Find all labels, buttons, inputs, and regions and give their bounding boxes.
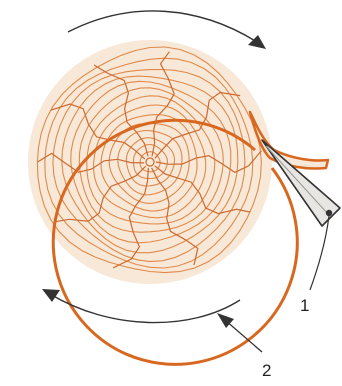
peeling-knife [262,140,340,226]
knife-label: 1 [300,296,309,315]
arrowhead-icon [42,289,60,302]
knife-pivot [326,210,332,216]
rotation-arrow-bottom [42,289,240,323]
rotation-label: 2 [262,361,271,380]
knife-edge-shading [266,146,328,214]
arrowhead-icon [248,35,266,49]
log-cross-section [28,40,297,364]
knife-leader-line [310,216,329,290]
